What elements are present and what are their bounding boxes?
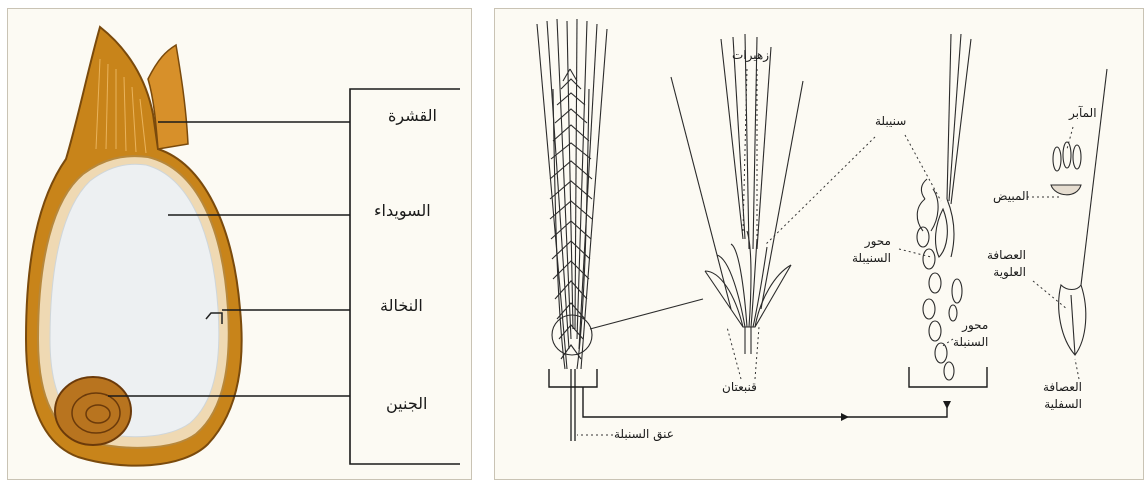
label-husk: القشرة [388,108,437,124]
spike-structure-panel: زهيرات قنبعتان سنيبلة محور السنيبلة محور… [494,8,1144,480]
label-rachilla-line1: محور [852,233,891,250]
label-stamens: المآبر [1069,107,1097,119]
label-rachis-line2: السنبلة [953,334,988,351]
label-endosperm: السويداء [374,203,431,219]
label-palea-line2: العلوية [987,264,1026,281]
bracket-markers [549,367,987,417]
magnifier-circle [552,315,592,355]
label-lemma-line2: السفلية [1043,396,1082,413]
label-embryo: الجنين [386,396,427,412]
label-bran: النخالة [380,298,423,314]
label-lemma-line1: العصافة [1043,379,1082,396]
label-ovary: المبيض [993,190,1029,202]
label-glumes: قنبعتان [722,381,757,393]
label-florets: زهيرات [732,49,769,61]
label-spikelet: سنيبلة [875,115,906,127]
label-rachis: محور السنبلة [953,317,988,352]
label-lemma: العصافة السفلية [1043,379,1082,414]
grain-section-panel: القشرة السويداء النخالة الجنين [7,8,472,480]
label-palea: العصافة العلوية [987,247,1026,282]
label-peduncle: عنق السنبلة [614,428,674,440]
enlarged-spikelet [671,34,803,354]
label-palea-line1: العصافة [987,247,1026,264]
label-rachilla-line2: السنيبلة [852,250,891,267]
label-rachis-line1: محور [953,317,988,334]
label-rachilla: محور السنيبلة [852,233,891,268]
